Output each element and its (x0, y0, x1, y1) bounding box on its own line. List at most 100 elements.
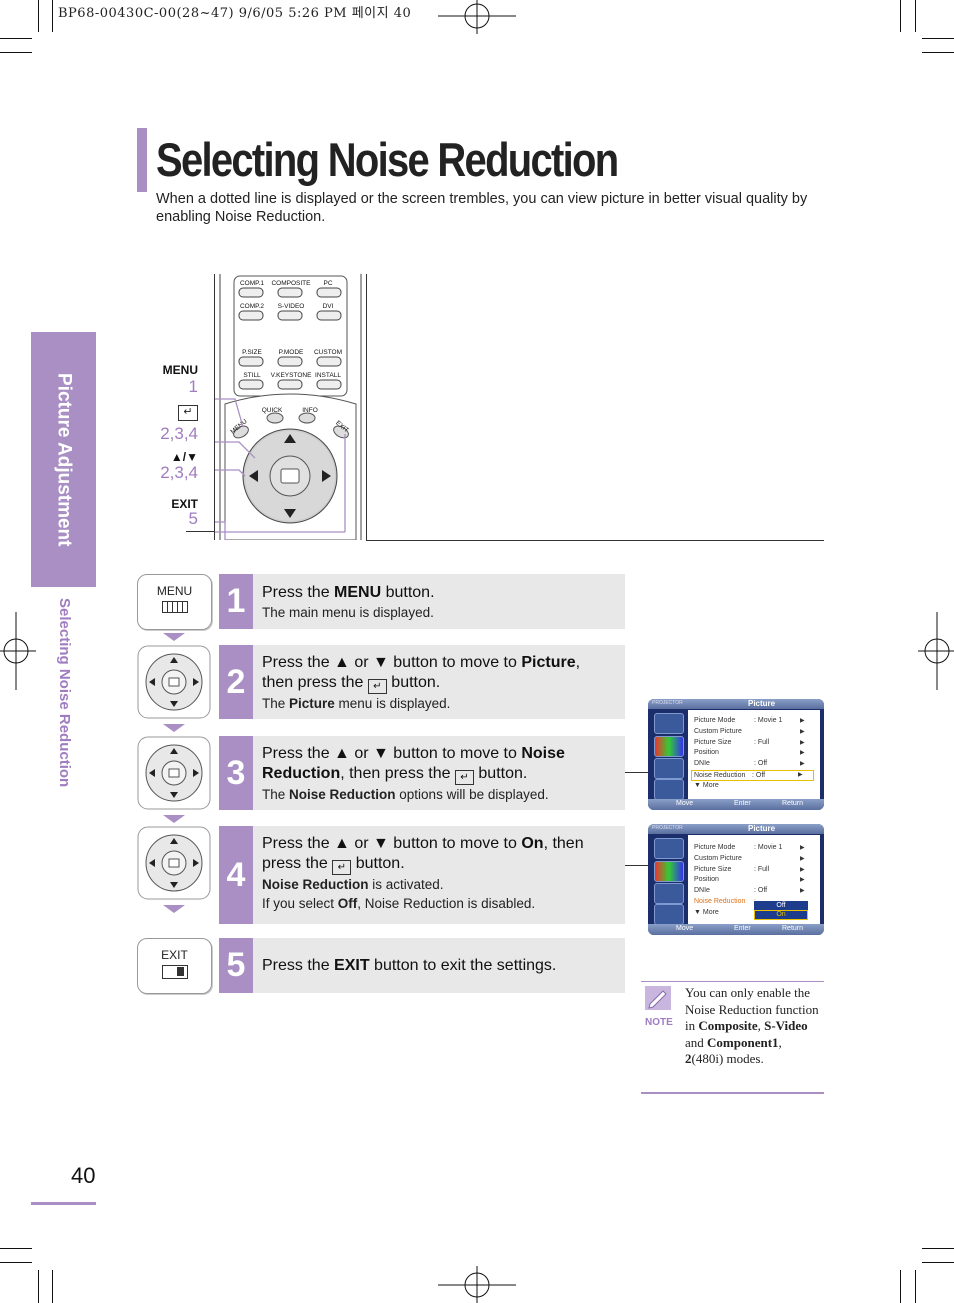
remote-btn-pc-label: PC (323, 280, 332, 287)
osd-input-icon (654, 713, 684, 734)
step-key: MENU (334, 584, 382, 601)
step-5: 5 Press the EXIT button to exit the sett… (219, 938, 625, 993)
step-text: , (575, 654, 581, 671)
osd-text: Position (694, 876, 719, 884)
step-text: button. (381, 584, 435, 601)
osd-text: : Off (754, 760, 768, 768)
osd-text: ▶ (798, 771, 803, 778)
connector-line (625, 865, 648, 866)
osd-text: ▶ (800, 888, 805, 895)
remote-enter-step: 2,3,4 (160, 424, 198, 443)
section-tab (31, 332, 96, 587)
osd-text: ▶ (800, 739, 805, 746)
step-result: is activated. (368, 877, 444, 892)
remote-updown-label: ▲/▼ (170, 450, 198, 464)
step-number: 4 (219, 826, 253, 924)
osd-row: Custom Picture▶ (688, 854, 820, 865)
registration-mark-bottom (438, 1266, 516, 1303)
note-bottom-rule (641, 1092, 824, 1094)
osd-brand: PROJECTOR (652, 700, 683, 706)
osd-text: : Movie 1 (754, 717, 783, 724)
step-2: 2 Press the ▲ or ▼ button to move to Pic… (219, 645, 625, 719)
osd-text: You can only enable the Noise Reduction … (685, 985, 819, 1033)
osd-text: Custom Picture (694, 854, 742, 862)
step-text: Press the (262, 584, 335, 601)
step-text: button. (473, 765, 528, 782)
step-arrow-icon (163, 633, 185, 641)
step-arrow-icon (163, 724, 185, 732)
remote-exit-label: EXIT (171, 497, 198, 511)
osd-text: Picture Mode (694, 717, 736, 724)
remote-btn-composite-label: COMPOSITE (271, 280, 311, 287)
intro-text: When a dotted line is displayed or the s… (156, 191, 808, 225)
remote-btn-comp2-label: COMP.2 (240, 303, 264, 310)
osd-footer-enter: Enter (734, 800, 751, 807)
enter-icon: ↵ (367, 679, 387, 694)
page-number-rule (31, 1202, 96, 1205)
osd-option-on: On (754, 910, 808, 920)
osd-text: ▶ (800, 750, 805, 757)
dpad-icon-step3 (137, 736, 211, 810)
remote-btn-vkeystone-label: V.KEYSTONE (271, 372, 312, 379)
step-4: 4 Press the ▲ or ▼ button to move to On,… (219, 826, 625, 924)
osd-text: Noise Reduction (694, 897, 746, 905)
registration-mark-right (918, 612, 954, 690)
osd-row: Position ▶ (688, 875, 820, 886)
osd-text: 2 (685, 1051, 692, 1066)
step-text: Press the (262, 957, 335, 974)
osd-footer-enter: Enter (734, 925, 751, 932)
label-underline (186, 531, 214, 532)
osd-setup-icon (654, 904, 684, 925)
step-number: 3 (219, 736, 253, 810)
remote-control-illustration: COMP.1 COMPOSITE PC COMP.2 S-VIDEO DVI P… (215, 274, 362, 540)
osd-text: ▶ (800, 877, 805, 884)
enter-icon: ↵ (178, 405, 198, 421)
exit-button-icon: EXIT (137, 938, 212, 994)
osd-row: Position▶ (688, 748, 820, 759)
osd-row: DNIe: Off▶ (688, 759, 820, 770)
osd-title: Picture (748, 699, 776, 708)
osd-text: : Full (754, 738, 770, 746)
step-result: The (262, 696, 290, 711)
osd-footer-return: Return (782, 925, 804, 932)
remote-btn-comp1-label: COMP.1 (240, 280, 264, 287)
osd-picture-icon (654, 861, 684, 882)
exit-icon-label: EXIT (161, 948, 188, 962)
remote-btn-psize-label: P.SIZE (242, 349, 262, 356)
remote-frame-lines (214, 274, 215, 540)
step-key: Noise (521, 745, 565, 762)
osd-text: DNIe (694, 760, 710, 768)
osd-text: Custom Picture (694, 727, 742, 735)
osd-option-off: Off (754, 901, 808, 910)
remote-menu-step: 1 (188, 377, 198, 396)
osd-footer-return: Return (782, 800, 804, 807)
osd-sound-icon (654, 758, 684, 779)
osd-text: : Full (754, 865, 770, 873)
remote-btn-info-label: INFO (302, 407, 318, 414)
osd-text: ▶ (800, 718, 805, 724)
subsection-title: Selecting Noise Reduction (56, 598, 73, 788)
registration-mark-top (438, 0, 516, 34)
remote-menu-label: MENU (162, 363, 198, 377)
step-key: On (521, 835, 544, 852)
osd-row: Picture Size: Full▶ (688, 865, 820, 876)
step-arrow-icon (163, 905, 185, 913)
enter-icon: ↵ (332, 860, 352, 875)
osd-text: Picture Size (694, 865, 732, 873)
remote-frame-right (366, 274, 367, 540)
title-accent-bar (137, 128, 147, 192)
osd-text: Picture Mode (694, 844, 736, 851)
osd-footer-move: Move (676, 800, 694, 807)
enter-icon: ↵ (454, 770, 474, 785)
osd-row-selected: Noise Reduction: Off▶ (691, 769, 814, 781)
osd-title: Picture (748, 824, 776, 833)
step-text: , then (543, 835, 584, 852)
osd-text: Picture Size (694, 738, 732, 746)
step-number: 5 (219, 938, 253, 993)
osd-more: ▼ More (694, 781, 719, 789)
osd-text: S-Video (764, 1018, 808, 1033)
note-text: You can only enable the Noise Reduction … (685, 985, 821, 1068)
osd-row: Picture Mode: Movie 1▶ (688, 843, 820, 854)
